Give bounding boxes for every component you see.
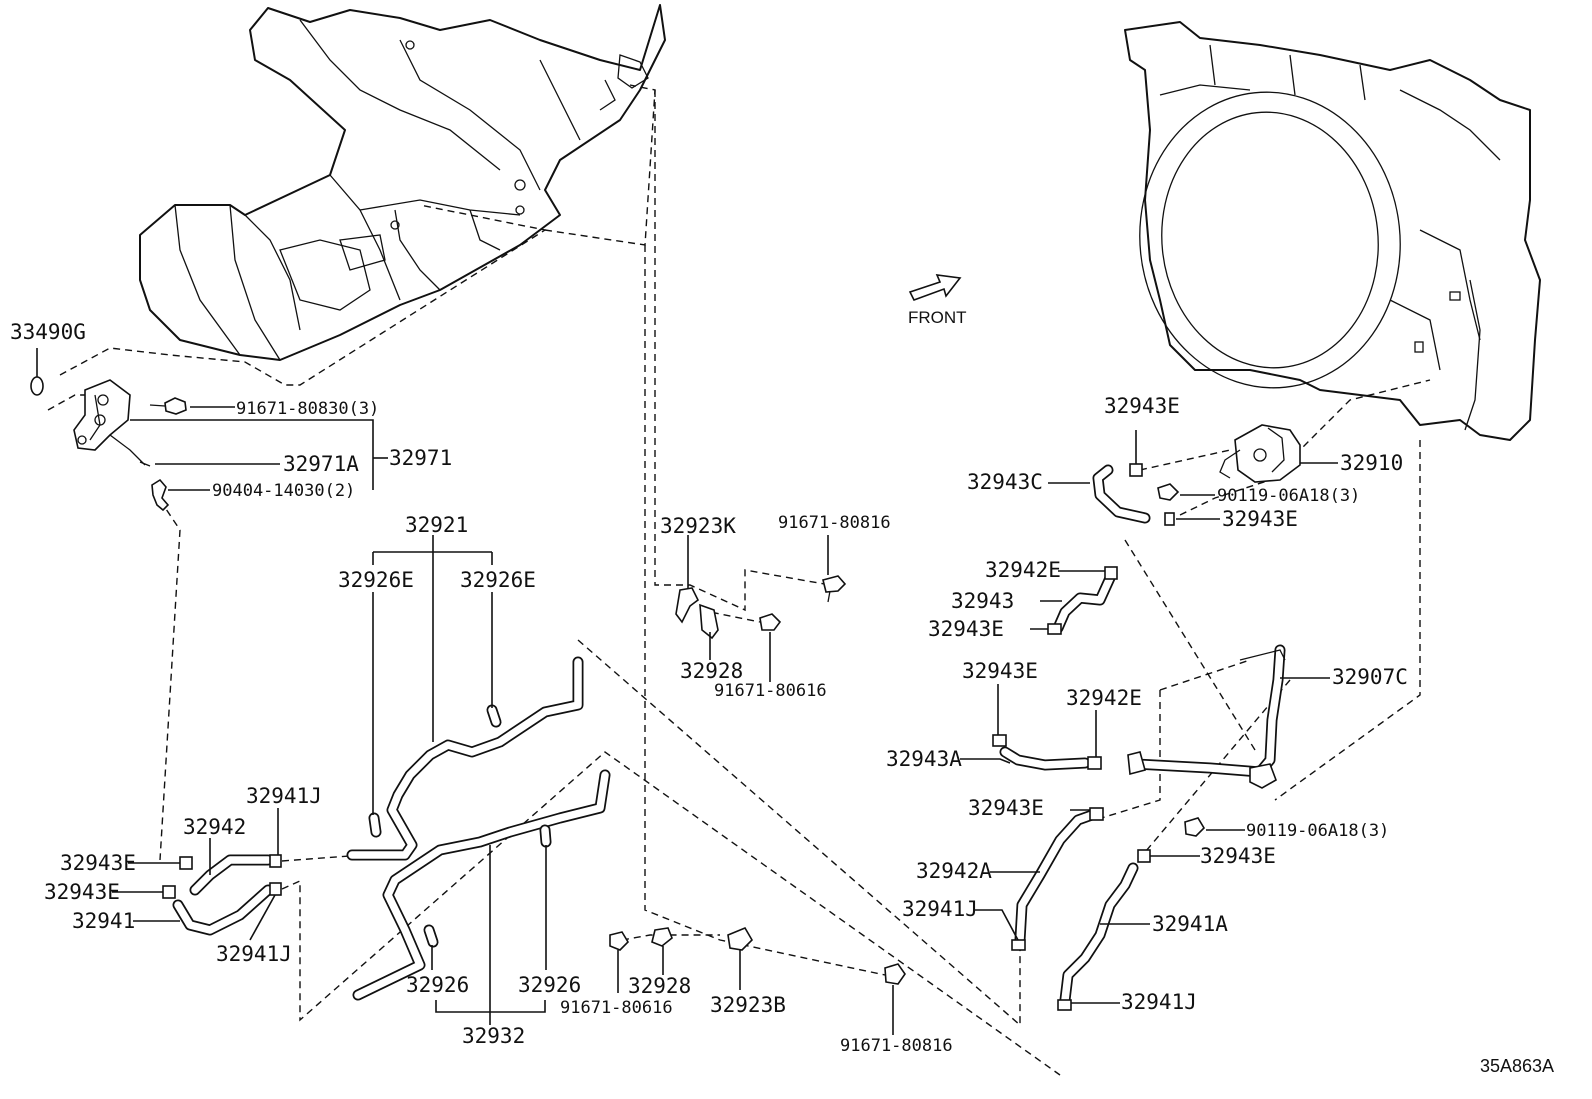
hose-32943A bbox=[999, 746, 1091, 771]
label-32942A: 32942A bbox=[916, 859, 992, 883]
clamp-32943E-r5-icon bbox=[1089, 807, 1104, 821]
label-32941J-top: 32941J bbox=[246, 784, 322, 808]
bolt-91671-80816-top-icon bbox=[822, 575, 847, 593]
label-32941A: 32941A bbox=[1152, 912, 1228, 936]
clamp-32943E-r1-icon bbox=[1129, 463, 1143, 477]
label-91671-80816-top: 91671-80816 bbox=[778, 513, 891, 533]
bolt-90119-06A18-top-icon bbox=[1157, 483, 1180, 501]
label-32943C: 32943C bbox=[967, 470, 1043, 494]
label-91671-80816-bottom: 91671-80816 bbox=[840, 1036, 953, 1056]
label-32928-bottom: 32928 bbox=[628, 974, 691, 998]
label-32923B: 32923B bbox=[710, 993, 786, 1017]
label-32971: 32971 bbox=[389, 446, 452, 470]
bolt-91671-80616-bottom-icon bbox=[609, 931, 630, 951]
label-32926-left: 32926 bbox=[406, 973, 469, 997]
clamp-32943E-r2-icon bbox=[1164, 512, 1175, 526]
clamp-32941J-r1-icon bbox=[1011, 939, 1026, 951]
bracket-32923K bbox=[675, 587, 719, 640]
clamp-32942E-top-icon bbox=[1104, 566, 1118, 580]
ref-line-trans-right bbox=[544, 84, 656, 246]
label-32943E-r5: 32943E bbox=[968, 796, 1044, 820]
bolt-91671-80816-bottom-icon bbox=[884, 963, 906, 985]
pipe-32921 bbox=[346, 656, 584, 861]
bolt-91671-80830-icon bbox=[164, 397, 187, 415]
hose-32926-left bbox=[423, 924, 439, 948]
hose-32943C bbox=[1092, 464, 1151, 524]
label-32943E-r6: 32943E bbox=[1200, 844, 1276, 868]
cooler-valve-32910 bbox=[1219, 424, 1301, 483]
label-32943A: 32943A bbox=[886, 747, 962, 771]
clamp-32941J-bottom-icon bbox=[269, 882, 282, 896]
clamp-32941J-top-icon bbox=[269, 854, 282, 868]
clamp-32928-bottom-icon bbox=[651, 927, 673, 947]
hose-32926E-right bbox=[486, 704, 502, 728]
hose-32941A bbox=[1059, 862, 1139, 1006]
hose-32942A bbox=[1014, 809, 1098, 946]
diagram-reference-code: 35A863A bbox=[1480, 1056, 1554, 1076]
label-32941J-r1: 32941J bbox=[902, 897, 978, 921]
label-90119-06A18-bottom: 90119-06A18(3) bbox=[1246, 821, 1389, 841]
label-91671-80830: 91671-80830(3) bbox=[236, 399, 379, 419]
label-32941: 32941 bbox=[72, 909, 135, 933]
label-32943E-r1: 32943E bbox=[1104, 394, 1180, 418]
front-arrow-icon bbox=[908, 274, 962, 301]
label-32921: 32921 bbox=[405, 513, 468, 537]
clamp-32943E-a-icon bbox=[179, 856, 193, 870]
clamp-32943E-r3-icon bbox=[1047, 623, 1062, 635]
hose-32942 bbox=[189, 854, 274, 896]
label-91671-80616-bottom: 91671-80616 bbox=[560, 998, 673, 1018]
clamp-32941J-r2-icon bbox=[1057, 999, 1072, 1011]
label-32926E-left: 32926E bbox=[338, 568, 414, 592]
clamp-32943E-r6-icon bbox=[1137, 849, 1151, 863]
label-32928-top: 32928 bbox=[680, 659, 743, 683]
label-32941J-bottom: 32941J bbox=[216, 942, 292, 966]
cooler-adapter-32971 bbox=[30, 376, 187, 512]
label-32943E-r4: 32943E bbox=[962, 659, 1038, 683]
clamp-32942E-mid-icon bbox=[1087, 756, 1102, 770]
label-32971A: 32971A bbox=[283, 452, 359, 476]
pipe-32932 bbox=[352, 769, 611, 1001]
label-32907C: 32907C bbox=[1332, 665, 1408, 689]
transmission-illustration bbox=[139, 4, 666, 361]
label-32943E-b: 32943E bbox=[44, 880, 120, 904]
label-32942E-top: 32942E bbox=[985, 558, 1061, 582]
label-32926-right: 32926 bbox=[518, 973, 581, 997]
o-ring-33490G-icon bbox=[30, 376, 44, 396]
label-32932: 32932 bbox=[462, 1024, 525, 1048]
part-labels: 33490G 91671-80830(3) 32971 32971A 90404… bbox=[10, 308, 1554, 1076]
hose-32943 bbox=[1052, 572, 1116, 634]
label-32926E-right: 32926E bbox=[460, 568, 536, 592]
bracket-32923B bbox=[727, 926, 754, 951]
bolt-91671-80616-top-icon bbox=[759, 613, 782, 631]
label-32942E-mid: 32942E bbox=[1066, 686, 1142, 710]
label-32943E-r2: 32943E bbox=[1222, 507, 1298, 531]
bolt-90404-14030-icon bbox=[151, 478, 170, 512]
bolt-90119-06A18-bottom-icon bbox=[1184, 817, 1206, 837]
label-32923K: 32923K bbox=[660, 514, 736, 538]
label-32943: 32943 bbox=[951, 589, 1014, 613]
pipe-32907C bbox=[1127, 644, 1286, 789]
clamp-32943E-b-icon bbox=[162, 885, 176, 899]
ref-line-trans-pan bbox=[59, 204, 547, 386]
label-32943E-r3: 32943E bbox=[928, 617, 1004, 641]
hose-32926-right bbox=[539, 824, 552, 848]
radiator-shroud-illustration bbox=[1124, 21, 1541, 441]
label-front: FRONT bbox=[908, 308, 967, 327]
label-32943E-a: 32943E bbox=[60, 851, 136, 875]
clamp-32943E-r4-icon bbox=[992, 734, 1007, 747]
label-32942: 32942 bbox=[183, 815, 246, 839]
label-32910: 32910 bbox=[1340, 451, 1403, 475]
label-33490G: 33490G bbox=[10, 320, 86, 344]
label-32941J-r2: 32941J bbox=[1121, 990, 1197, 1014]
ref-line-down-left bbox=[159, 499, 181, 861]
hose-32926E-left bbox=[368, 812, 382, 838]
label-90404-14030: 90404-14030(2) bbox=[212, 481, 355, 501]
hose-32941 bbox=[172, 884, 274, 936]
label-90119-06A18-top: 90119-06A18(3) bbox=[1217, 486, 1360, 506]
label-91671-80616-top: 91671-80616 bbox=[714, 681, 827, 701]
